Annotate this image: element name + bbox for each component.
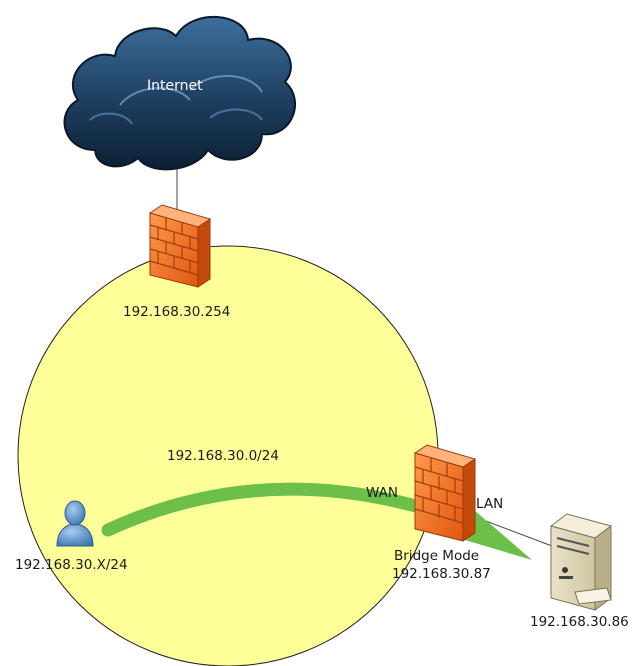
cloud-label: Internet bbox=[147, 78, 203, 94]
firewall-icon bbox=[148, 204, 212, 288]
bridge-firewall-icon bbox=[413, 444, 477, 542]
bridge-ip-label: 192.168.30.87 bbox=[392, 566, 491, 582]
wan-label: WAN bbox=[366, 485, 398, 501]
server-icon bbox=[549, 513, 613, 611]
cloud-icon bbox=[63, 15, 296, 171]
gateway-ip-label: 192.168.30.254 bbox=[123, 304, 231, 320]
lan-label: LAN bbox=[476, 496, 504, 512]
user-icon bbox=[56, 500, 94, 547]
subnet-label: 192.168.30.0/24 bbox=[167, 448, 279, 464]
server-ip-label: 192.168.30.86 bbox=[530, 614, 629, 630]
client-ip-label: 192.168.30.X/24 bbox=[15, 557, 128, 573]
bridge-mode-label: Bridge Mode bbox=[394, 548, 480, 564]
